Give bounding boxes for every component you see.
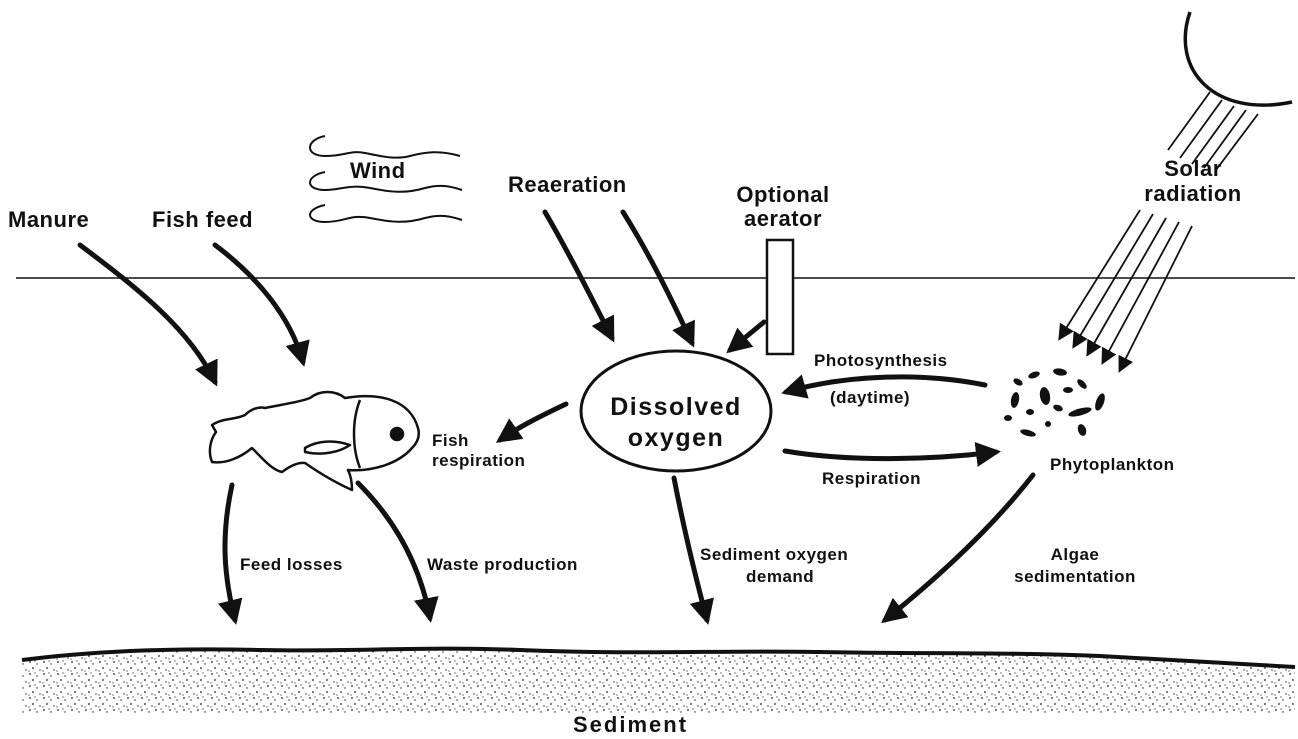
solar-radiation-label-line2: radiation	[1118, 181, 1268, 207]
aerator-arrow	[730, 322, 764, 350]
sediment-oxygen-demand-label-line2: demand	[746, 567, 814, 587]
sun-icon	[1168, 12, 1292, 170]
waste-production-label: Waste production	[427, 555, 578, 575]
sediment-oxygen-demand-label-line1: Sediment oxygen	[700, 545, 848, 565]
algae-sedimentation-label-line2: sedimentation	[1000, 567, 1150, 587]
fish-icon	[210, 392, 419, 490]
phytoplankton-label: Phytoplankton	[1050, 455, 1175, 475]
sediment-label: Sediment	[573, 712, 688, 738]
waste-production-arrow	[358, 483, 430, 618]
manure-arrow	[80, 245, 215, 382]
respiration-label: Respiration	[822, 469, 921, 489]
aerator-icon	[767, 240, 793, 354]
feed-losses-label: Feed losses	[240, 555, 343, 575]
optional-aerator-label-line1: Optional	[718, 182, 848, 208]
phytoplankton-icon	[1004, 367, 1107, 438]
fish-respiration-arrow	[500, 404, 566, 440]
solar-radiation-label-line1: Solar	[1118, 156, 1268, 182]
reaeration-label: Reaeration	[508, 172, 627, 198]
manure-label: Manure	[8, 207, 89, 233]
solar-radiation-rays	[1060, 210, 1192, 370]
fish-feed-label: Fish feed	[152, 207, 253, 233]
respiration-arrow	[785, 451, 996, 459]
daytime-label: (daytime)	[830, 388, 910, 408]
fish-feed-arrow	[215, 245, 303, 362]
wind-label: Wind	[350, 158, 406, 184]
optional-aerator-label-line2: aerator	[718, 206, 848, 232]
fish-respiration-label-line1: Fish	[432, 431, 469, 451]
algae-sedimentation-label-line1: Algae	[1000, 545, 1150, 565]
fish-respiration-label-line2: respiration	[432, 451, 525, 471]
dissolved-oxygen-label-line1: Dissolved	[586, 392, 766, 423]
feed-losses-arrow	[225, 485, 235, 620]
dissolved-oxygen-label-line2: oxygen	[586, 423, 766, 454]
sediment-band	[22, 649, 1295, 714]
photosynthesis-label: Photosynthesis	[814, 351, 948, 371]
